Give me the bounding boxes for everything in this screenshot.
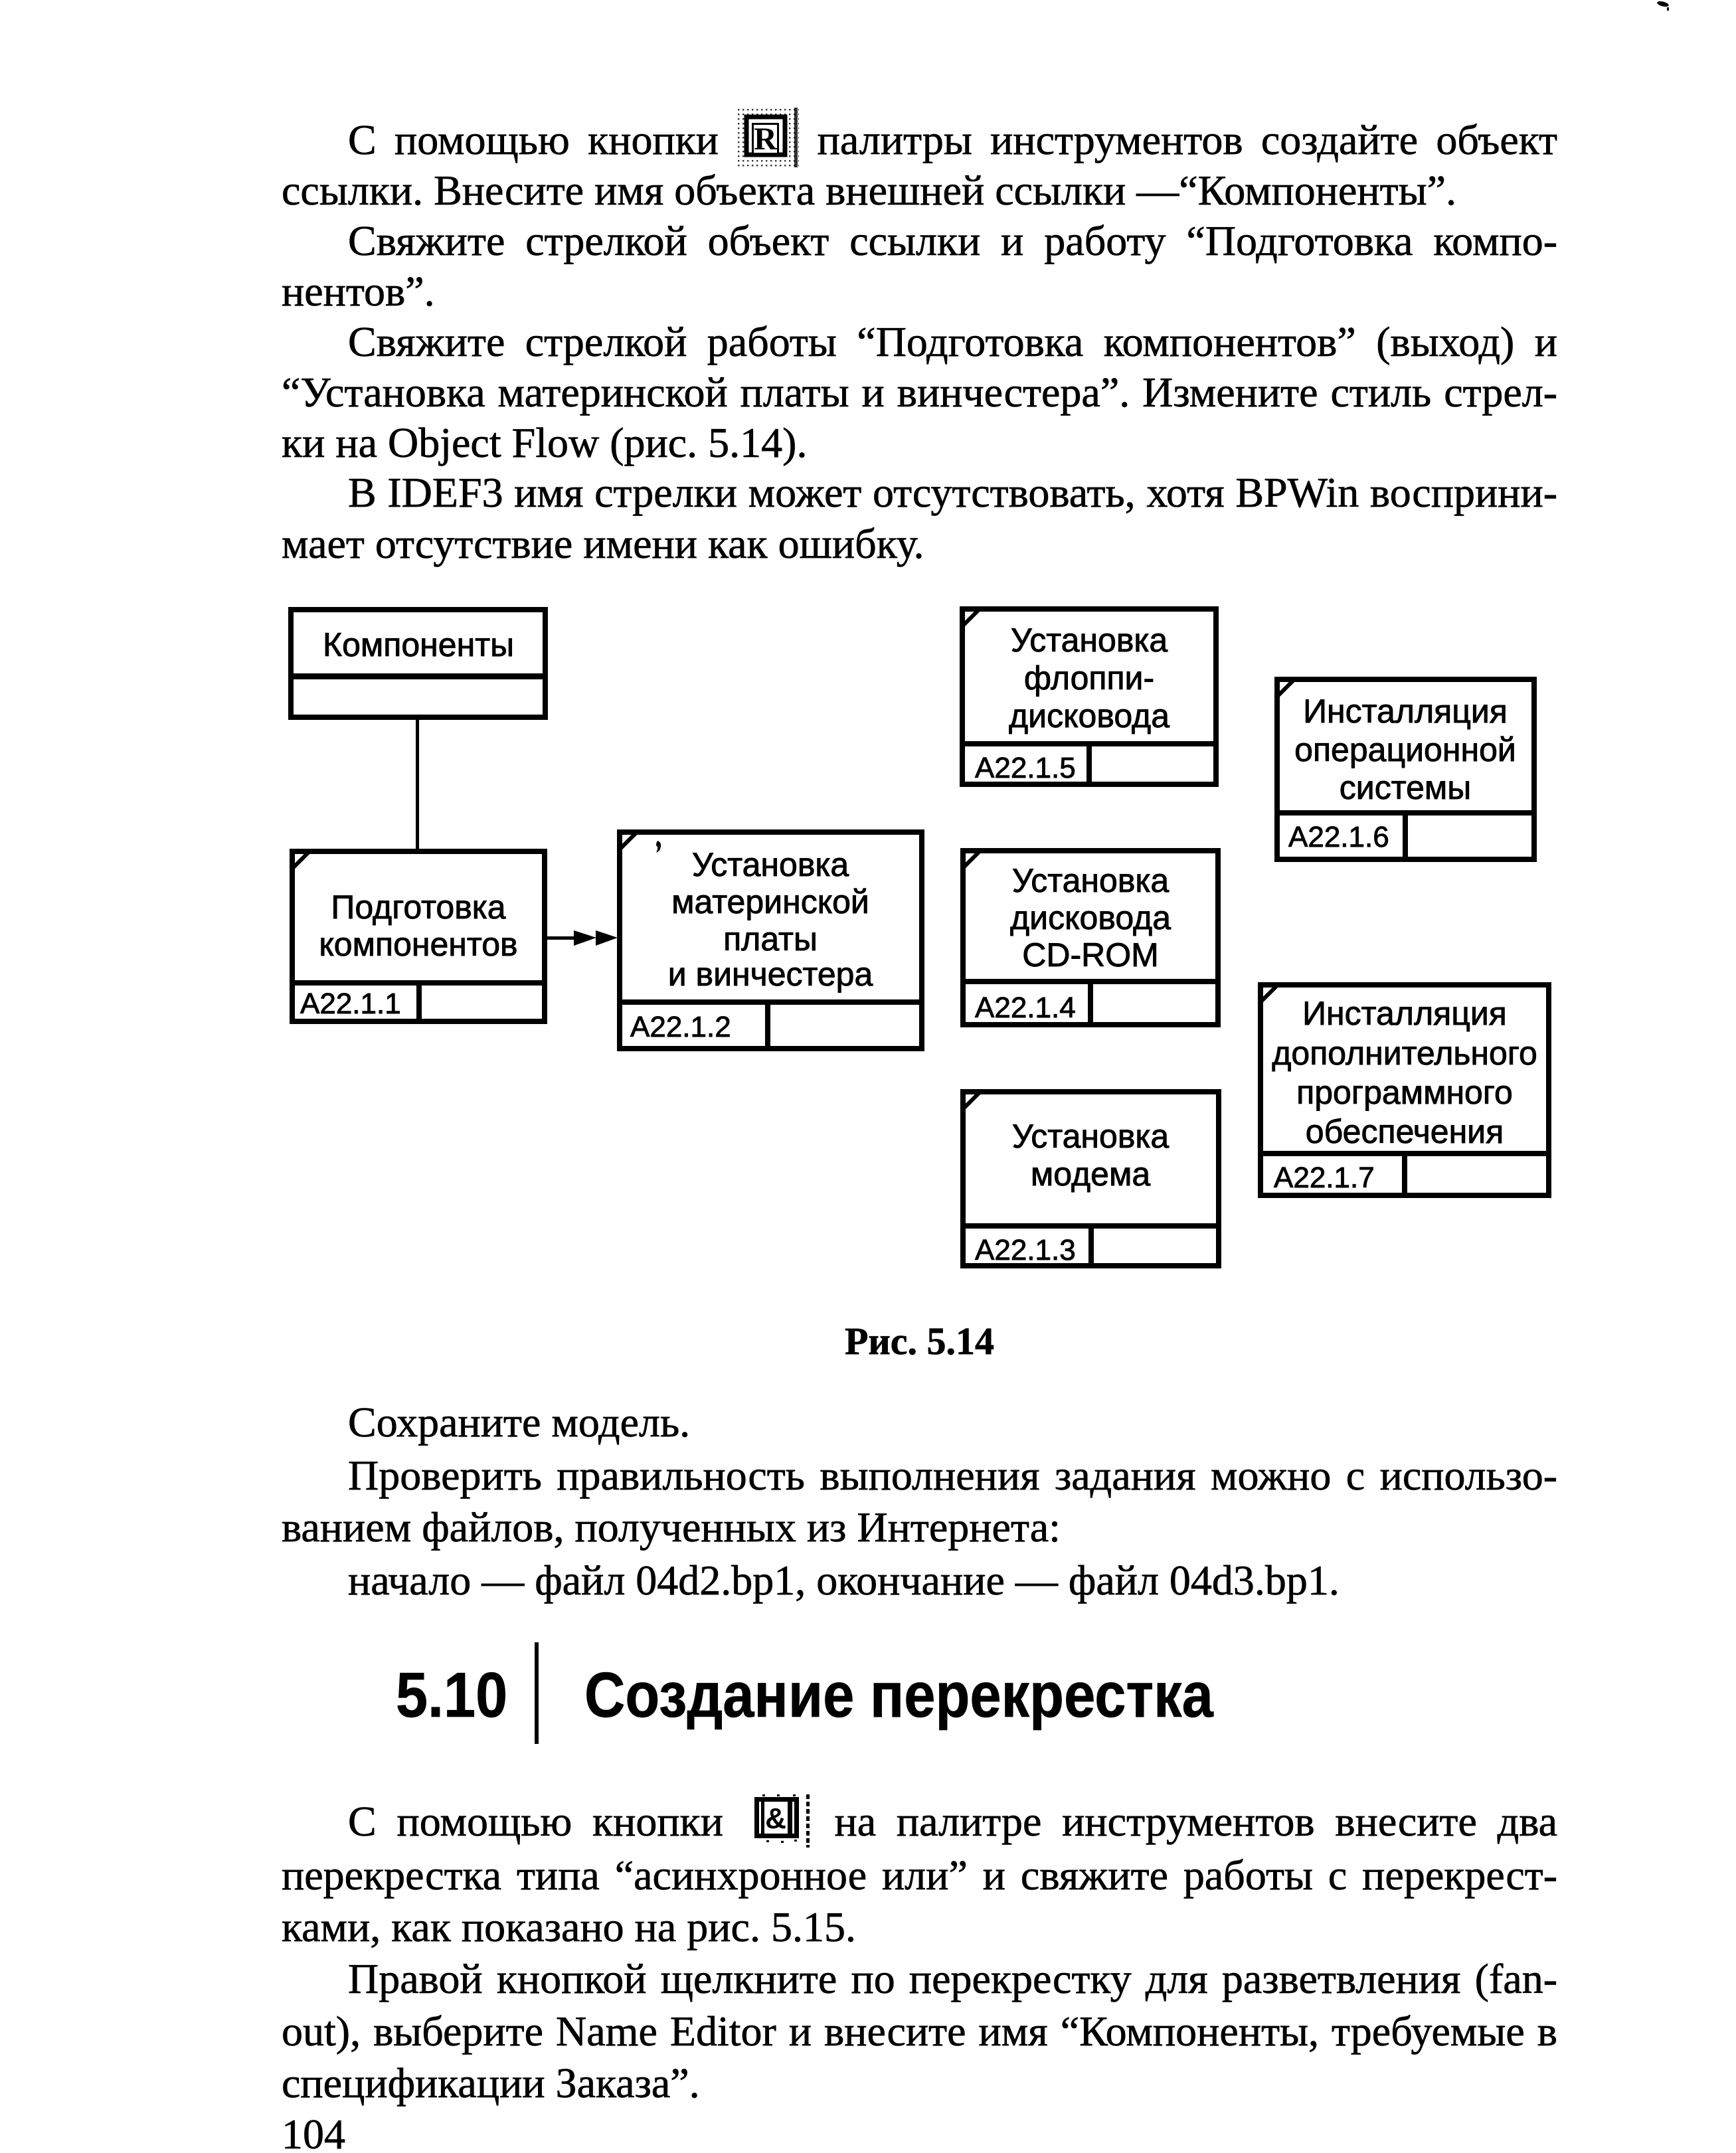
svg-text:обеспечения: обеспечения [1306,1113,1504,1150]
svg-text:дополнительного: дополнительного [1272,1035,1537,1072]
svg-text:А22.1.3: А22.1.3 [975,1234,1076,1266]
svg-text:А22.1.7: А22.1.7 [1274,1162,1375,1194]
svg-text:материнской: материнской [671,883,869,920]
svg-text:флоппи-: флоппи- [1024,659,1154,697]
svg-text:Установка: Установка [1012,1118,1170,1155]
svg-text:А22.1.4: А22.1.4 [975,991,1076,1024]
svg-text:дисковода: дисковода [1010,899,1171,936]
svg-text:и винчестера: и винчестера [668,956,873,993]
svg-text:Установка: Установка [1012,862,1170,899]
svg-text:А22.1.6: А22.1.6 [1288,821,1389,853]
svg-text:&: & [765,1802,786,1835]
svg-text:R: R [754,122,778,157]
svg-text:CD-ROM: CD-ROM [1022,936,1159,974]
svg-text:модема: модема [1031,1156,1150,1193]
svg-text:Установка: Установка [692,846,849,883]
svg-text:А22.1.1: А22.1.1 [300,988,401,1020]
svg-text:Инсталляция: Инсталляция [1303,693,1508,730]
svg-text:программного: программного [1296,1074,1513,1111]
svg-text:операционной: операционной [1294,731,1516,768]
svg-text:Компоненты: Компоненты [323,626,514,663]
svg-text:дисковода: дисковода [1009,697,1170,734]
svg-text:Подготовка: Подготовка [331,889,505,926]
svg-text:компонентов: компонентов [319,926,517,963]
svg-text:А22.1.5: А22.1.5 [975,752,1076,784]
svg-text:Установка: Установка [1011,622,1168,659]
svg-text:А22.1.2: А22.1.2 [630,1011,731,1043]
svg-text:системы: системы [1340,769,1471,806]
svg-text:платы: платы [723,920,818,958]
svg-text:Инсталляция: Инсталляция [1302,995,1507,1032]
